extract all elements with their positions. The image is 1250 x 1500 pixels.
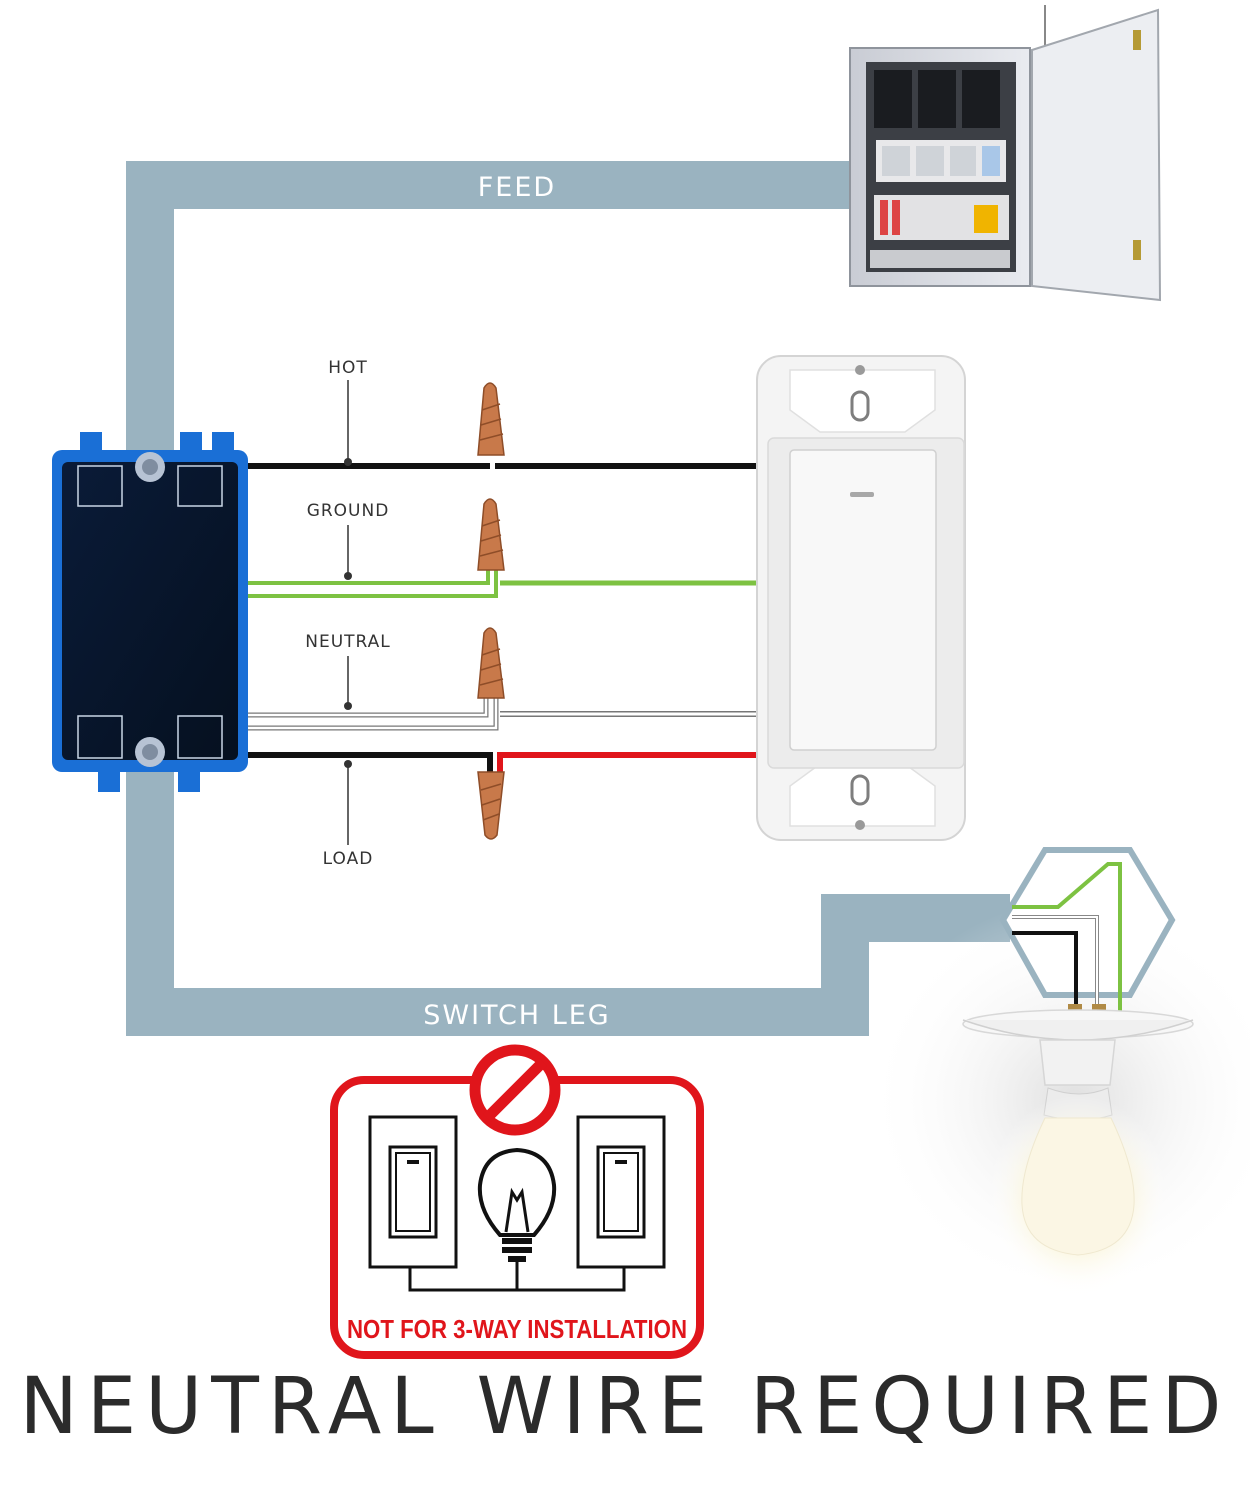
hot-label: HOT xyxy=(328,358,368,378)
neutral-label: NEUTRAL xyxy=(305,632,391,652)
wire-labels: HOT GROUND NEUTRAL LOAD xyxy=(305,358,391,869)
feed-label: FEED xyxy=(478,172,556,203)
wire-nut-ground xyxy=(477,498,505,571)
headline: NEUTRAL WIRE REQUIRED xyxy=(19,1362,1231,1452)
junction-box xyxy=(52,432,248,792)
switch-leg-label: SWITCH LEG xyxy=(423,1000,610,1031)
switch-leg-conduit: SWITCH LEG xyxy=(126,770,1010,1036)
wire-nut-neutral xyxy=(477,627,505,699)
wire-nut-load xyxy=(477,771,505,840)
light-switch xyxy=(756,355,966,841)
load-label: LOAD xyxy=(323,849,374,869)
wire-nut-hot xyxy=(477,382,505,456)
warning-text: NOT FOR 3-WAY INSTALLATION xyxy=(347,1314,687,1344)
light-fixture xyxy=(865,847,1250,1300)
electrical-panel xyxy=(849,5,1162,302)
neutral-wire xyxy=(248,697,758,731)
no-three-way-warning: NOT FOR 3-WAY INSTALLATION xyxy=(330,1044,704,1359)
ground-wire xyxy=(248,565,758,598)
ground-label: GROUND xyxy=(307,501,390,521)
feed-conduit: FEED xyxy=(126,161,860,460)
